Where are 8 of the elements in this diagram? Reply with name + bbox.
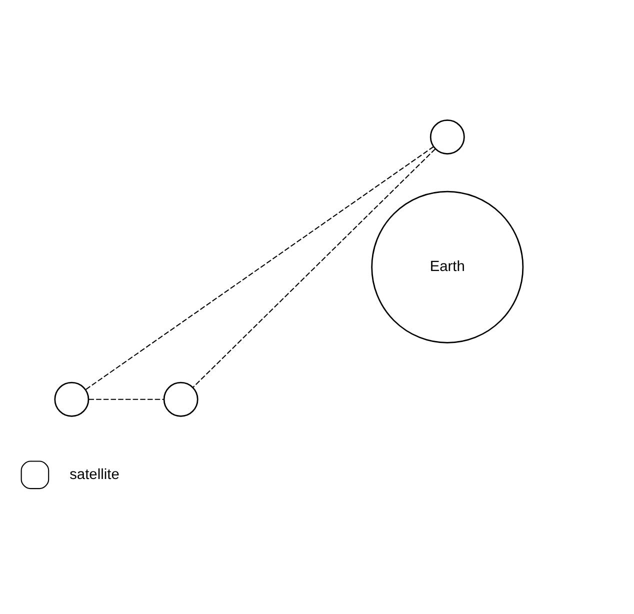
connector (88, 398, 164, 400)
node-circle: Earth (371, 190, 524, 344)
node-circle (430, 120, 465, 154)
connector (192, 148, 436, 388)
node-circle (54, 382, 90, 417)
connector (85, 146, 434, 390)
node-circle (163, 382, 198, 417)
legend-label: satellite (70, 466, 120, 483)
